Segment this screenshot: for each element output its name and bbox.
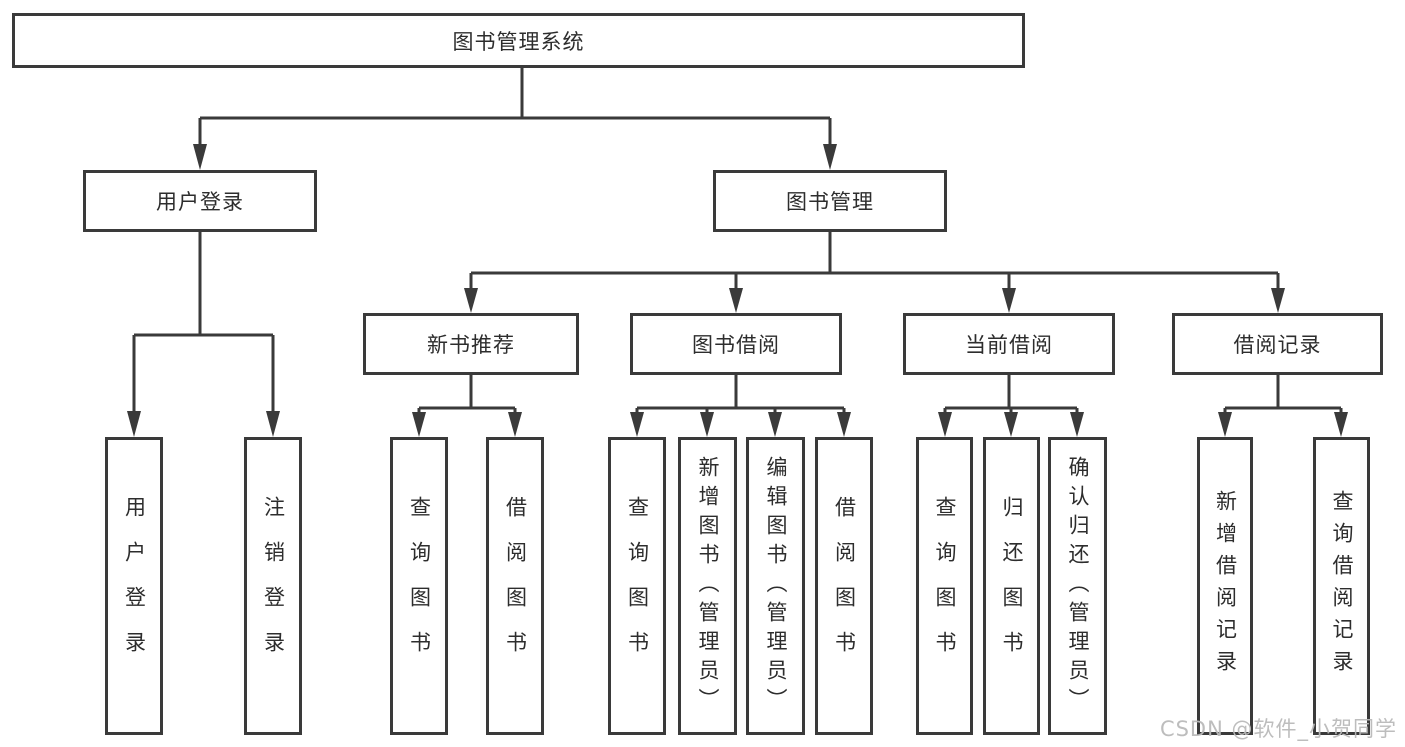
- leaf-logout-label: 注销登录: [261, 496, 286, 676]
- node-borrow-records: 借阅记录: [1172, 313, 1383, 375]
- node-root: 图书管理系统: [12, 13, 1025, 68]
- node-root-label: 图书管理系统: [452, 29, 585, 54]
- connector-paths: [132, 68, 1343, 414]
- node-book-borrow: 图书借阅: [630, 313, 842, 375]
- node-current-borrow-label: 当前借阅: [965, 333, 1053, 357]
- leaf-add-borrow-record: 新增借阅记录: [1197, 437, 1253, 735]
- leaf-borrow-books: 借阅图书: [815, 437, 873, 735]
- node-book-management-label: 图书管理: [786, 190, 874, 214]
- node-user-login-label: 用户登录: [156, 190, 244, 214]
- leaf-borrow-books-label: 借阅图书: [832, 496, 857, 676]
- node-user-login: 用户登录: [83, 170, 317, 232]
- leaf-query-books-recommend-label: 查询图书: [407, 496, 432, 676]
- leaf-user-login-label: 用户登录: [122, 496, 147, 676]
- leaf-query-books-borrow-label: 查询图书: [625, 496, 650, 676]
- leaf-query-books-current-label: 查询图书: [933, 496, 957, 676]
- leaf-query-books-recommend: 查询图书: [390, 437, 448, 735]
- leaf-query-borrow-record-label: 查询借阅记录: [1330, 490, 1354, 682]
- leaf-return-book-label: 归还图书: [1000, 496, 1024, 676]
- leaf-query-borrow-record: 查询借阅记录: [1313, 437, 1370, 735]
- leaf-confirm-return-admin: 确认归还（管理员）: [1048, 437, 1107, 735]
- watermark: CSDN @软件_小贺同学: [1159, 717, 1397, 741]
- leaf-confirm-return-admin-label: 确认归还（管理员）: [1066, 455, 1090, 717]
- node-new-book-recommend: 新书推荐: [363, 313, 579, 375]
- node-book-borrow-label: 图书借阅: [692, 333, 780, 357]
- leaf-user-login: 用户登录: [105, 437, 163, 735]
- node-current-borrow: 当前借阅: [903, 313, 1115, 375]
- leaf-borrow-books-recommend: 借阅图书: [486, 437, 544, 735]
- leaf-return-book: 归还图书: [983, 437, 1040, 735]
- leaf-query-books-current: 查询图书: [916, 437, 973, 735]
- node-book-management: 图书管理: [713, 170, 947, 232]
- leaf-edit-book-admin: 编辑图书（管理员）: [746, 437, 805, 735]
- leaf-edit-book-admin-label: 编辑图书（管理员）: [764, 455, 788, 717]
- leaf-add-book-admin: 新增图书（管理员）: [678, 437, 737, 735]
- leaf-query-books-borrow: 查询图书: [608, 437, 666, 735]
- node-new-book-recommend-label: 新书推荐: [427, 333, 515, 357]
- connector-arrowheads: [127, 144, 1348, 437]
- leaf-logout: 注销登录: [244, 437, 302, 735]
- leaf-borrow-books-recommend-label: 借阅图书: [503, 496, 528, 676]
- node-borrow-records-label: 借阅记录: [1233, 333, 1322, 357]
- leaf-add-book-admin-label: 新增图书（管理员）: [696, 455, 720, 717]
- leaf-add-borrow-record-label: 新增借阅记录: [1213, 490, 1238, 682]
